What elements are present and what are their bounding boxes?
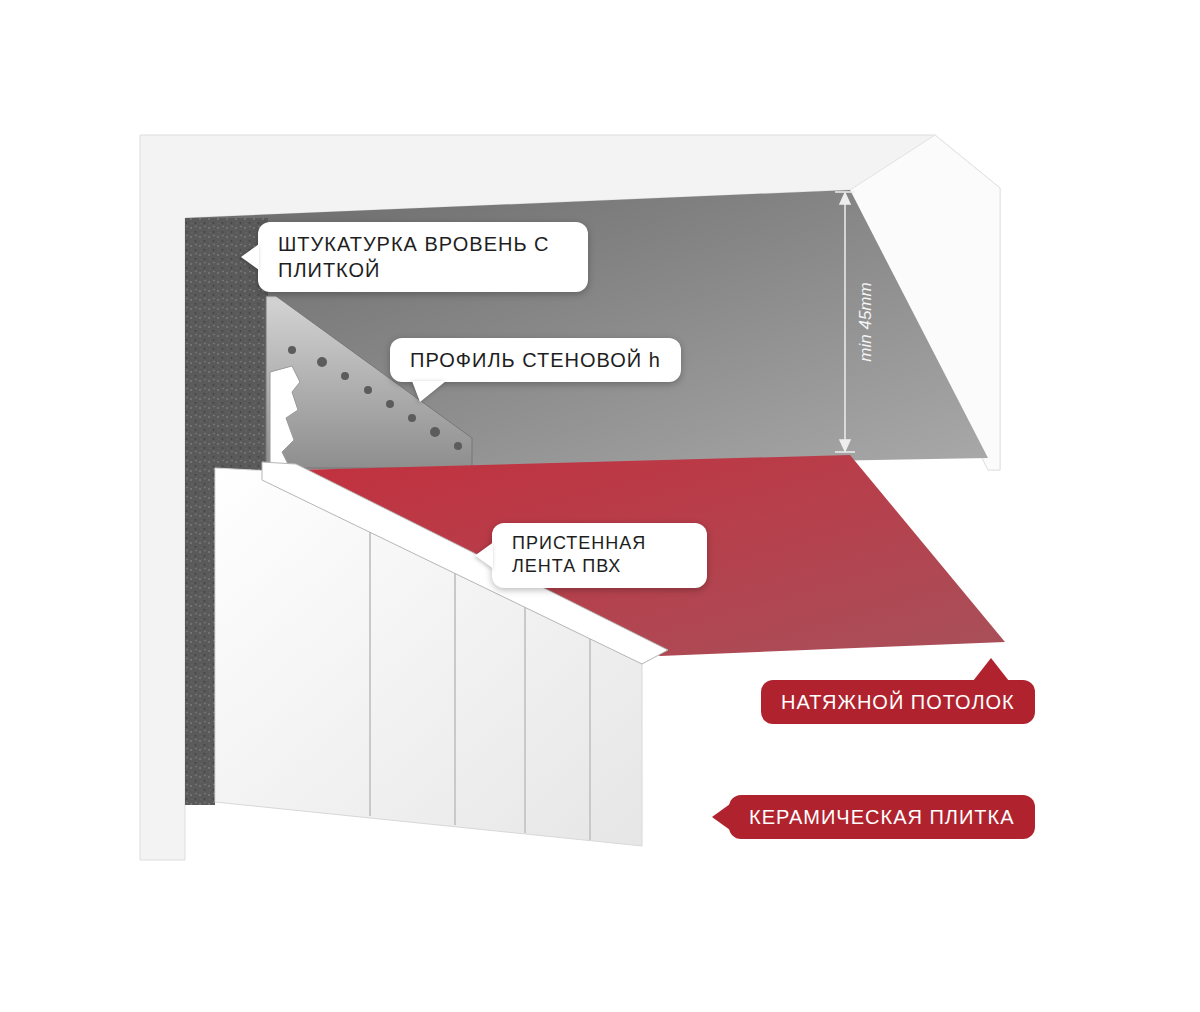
callout-tag: ПРОФИЛЬ СТЕНОВОЙ h [390,338,681,382]
dimension-line [835,192,855,452]
pointer-shape [712,804,730,830]
callout-tag: КЕРАМИЧЕСКАЯ ПЛИТКА [729,795,1035,839]
callout-tag: ПРИСТЕННАЯ ЛЕНТА ПВХ [492,523,707,588]
pointer-shape [241,244,259,270]
pointer-shape [973,658,1009,681]
callout-text: НАТЯЖНОЙ ПОТОЛОК [761,680,1035,724]
callout-text: ПРИСТЕННАЯ ЛЕНТА ПВХ [492,523,707,588]
callout-tag: НАТЯЖНОЙ ПОТОЛОК [761,680,1035,724]
pointer-shape [412,381,446,402]
pointer-shape [475,543,493,569]
callout-text: ПРОФИЛЬ СТЕНОВОЙ h [390,338,681,382]
wall-profile [266,296,472,468]
callout-pointer [258,222,588,292]
callout-pointer [492,523,707,588]
dimension-label: min 45mm [856,282,876,361]
profile-clip [270,366,300,468]
callout-text: ШТУКАТУРКА ВРОВЕНЬ С ПЛИТКОЙ [258,222,588,292]
callout-text: КЕРАМИЧЕСКАЯ ПЛИТКА [729,795,1035,839]
ceiling-surface [185,190,988,470]
callout-tag: ШТУКАТУРКА ВРОВЕНЬ С ПЛИТКОЙ [258,222,588,292]
